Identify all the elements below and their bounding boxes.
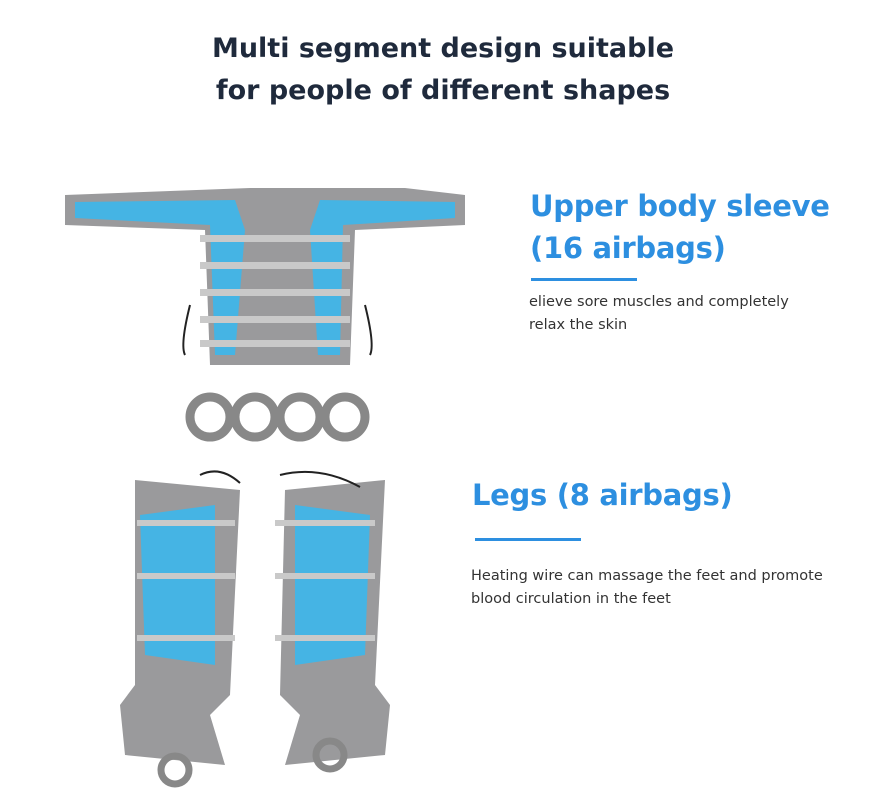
- upper-body-sleeve-image: [65, 188, 465, 442]
- legs-image: [120, 470, 390, 788]
- upper-heading-line-2: (16 airbags): [530, 231, 726, 265]
- legs-desc-line-2: blood circulation in the feet: [471, 591, 671, 607]
- upper-heading: Upper body sleeve (16 airbags): [530, 185, 830, 269]
- upper-underline: [531, 278, 637, 281]
- title-line-2: for people of different shapes: [215, 75, 671, 106]
- title-line-1: Multi segment design suitable: [211, 33, 675, 64]
- page-title: Multi segment design suitable for people…: [0, 28, 886, 112]
- upper-description: elieve sore muscles and completely relax…: [529, 291, 789, 337]
- legs-underline: [475, 538, 581, 541]
- legs-description: Heating wire can massage the feet and pr…: [471, 565, 823, 611]
- upper-desc-line-1: elieve sore muscles and completely: [529, 294, 789, 310]
- upper-heading-line-1: Upper body sleeve: [530, 189, 830, 223]
- legs-desc-line-1: Heating wire can massage the feet and pr…: [471, 568, 823, 584]
- legs-heading: Legs (8 airbags): [472, 478, 733, 512]
- upper-desc-line-2: relax the skin: [529, 317, 628, 333]
